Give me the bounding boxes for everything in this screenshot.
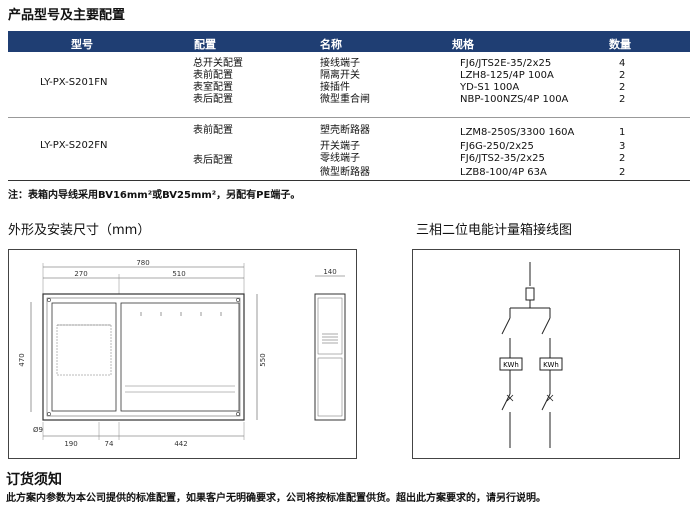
- dims-title: 外形及安装尺寸（mm）: [8, 223, 151, 238]
- dim-depth: 140: [323, 268, 336, 276]
- wiring-diagram-frame: KWh KWh: [412, 249, 680, 459]
- spec-cell: FJ6/JTS2-35/2x25: [460, 153, 545, 164]
- header-config: 配置: [194, 38, 216, 51]
- model-cell: LY-PX-S202FN: [40, 140, 108, 151]
- table-divider: [8, 117, 690, 118]
- spec-cell: NBP-100NZS/4P 100A: [460, 94, 569, 105]
- spec-cell: LZH8-125/4P 100A: [460, 70, 554, 81]
- page-title: 产品型号及主要配置: [8, 8, 126, 23]
- config-cell: 表前配置: [193, 125, 233, 136]
- qty-cell: 2: [619, 167, 626, 178]
- wiring-title: 三相二位电能计量箱接线图: [416, 223, 573, 238]
- header-name: 名称: [320, 38, 342, 51]
- dim-left-width: 270: [74, 270, 87, 278]
- qty-cell: 2: [619, 70, 626, 81]
- main-switch-icon: [525, 287, 535, 301]
- dimension-drawing-frame: 780 270 510 Ø9 470 550: [8, 249, 357, 459]
- name-cell: 接线端子: [320, 58, 360, 69]
- qty-cell: 2: [619, 153, 626, 164]
- kwh-meter-1: [499, 357, 523, 371]
- dim-total-height: 550: [259, 353, 267, 366]
- qty-cell: 1: [619, 127, 626, 138]
- table-header: 型号 配置 名称 规格 数量: [8, 31, 690, 52]
- spec-cell: LZM8-250S/3300 160A: [460, 127, 575, 138]
- dim-bottom-b: 74: [105, 440, 114, 448]
- spec-cell: FJ6G-250/2x25: [460, 141, 534, 152]
- header-model: 型号: [71, 38, 93, 51]
- model-cell: LY-PX-S201FN: [40, 77, 108, 88]
- spec-cell: LZB8-100/4P 63A: [460, 167, 547, 178]
- config-cell: 表后配置: [193, 155, 233, 166]
- config-cell: 表前配置: [193, 70, 233, 81]
- name-cell: 塑壳断路器: [320, 125, 370, 136]
- dim-hole: Ø9: [33, 426, 43, 434]
- order-title: 订货须知: [6, 472, 62, 488]
- name-cell: 开关端子: [320, 141, 360, 152]
- name-cell: 微型断路器: [320, 167, 370, 178]
- name-cell: 隔离开关: [320, 70, 360, 81]
- config-cell: 表后配置: [193, 94, 233, 105]
- kwh-label-1: KWh: [503, 361, 519, 369]
- name-cell: 接插件: [320, 82, 350, 93]
- qty-cell: 2: [619, 94, 626, 105]
- dim-right-width: 510: [172, 270, 185, 278]
- name-cell: 微型重合闸: [320, 94, 370, 105]
- name-cell: 零线端子: [320, 153, 360, 164]
- dim-bottom-c: 442: [174, 440, 187, 448]
- table-note: 注：表箱内导线采用BV16mm²或BV25mm²，另配有PE端子。: [8, 190, 301, 201]
- order-text: 此方案内参数为本公司提供的标准配置，如果客户无明确要求，公司将按标准配置供货。超…: [6, 493, 546, 504]
- header-spec: 规格: [452, 38, 474, 51]
- qty-cell: 3: [619, 141, 626, 152]
- dim-overall-width: 780: [136, 259, 149, 267]
- qty-cell: 4: [619, 58, 626, 69]
- kwh-label-2: KWh: [543, 361, 559, 369]
- config-cell: 总开关配置: [193, 58, 243, 69]
- spec-cell: FJ6/JTS2E-35/2x25: [460, 58, 552, 69]
- dim-inner-height: 470: [18, 353, 26, 366]
- spec-cell: YD-S1 100A: [460, 82, 520, 93]
- config-cell: 表室配置: [193, 82, 233, 93]
- kwh-meter-2: [539, 357, 563, 371]
- header-qty: 数量: [609, 38, 631, 51]
- dimension-drawing: 780 270 510 Ø9 470 550: [18, 259, 346, 448]
- qty-cell: 2: [619, 82, 626, 93]
- dim-bottom-a: 190: [64, 440, 77, 448]
- table-bottom-rule: [8, 180, 690, 181]
- wiring-diagram: KWh KWh: [499, 262, 563, 448]
